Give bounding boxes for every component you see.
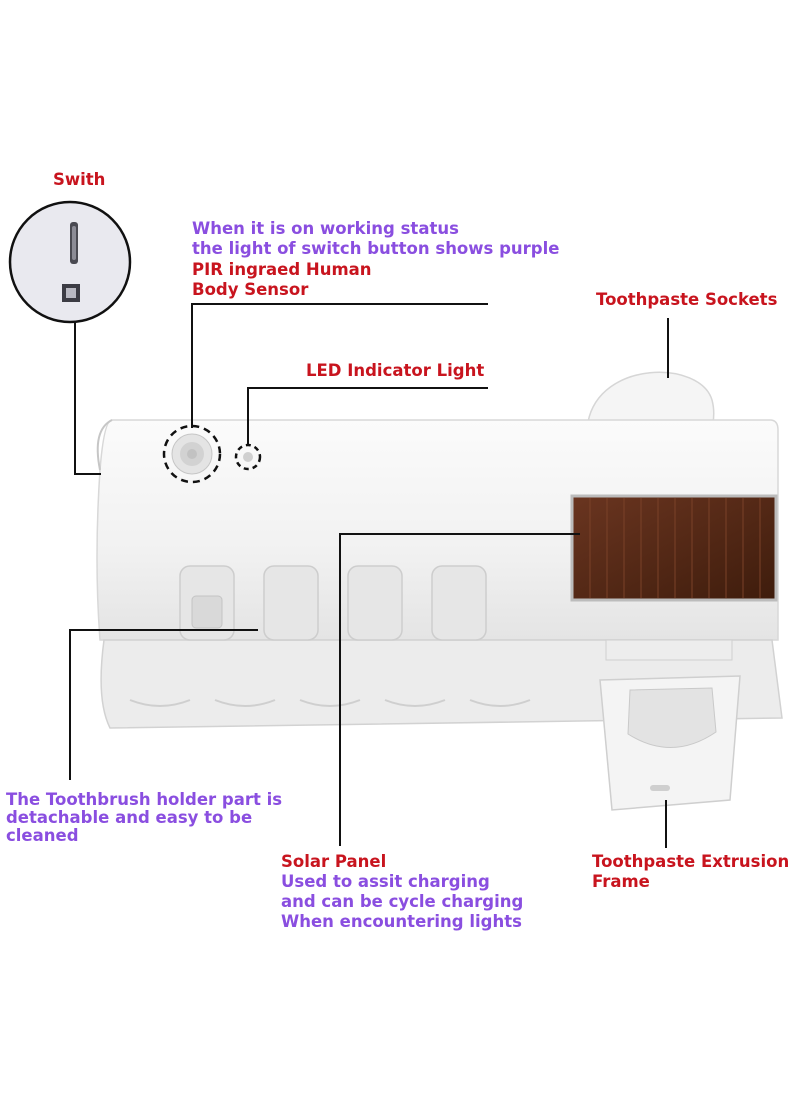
holder-label-line-3: cleaned — [6, 826, 79, 845]
led-label: LED Indicator Light — [306, 361, 485, 380]
solar-label-line-1: Used to assit charging — [281, 872, 490, 891]
switch-callout-line — [74, 322, 101, 475]
pir-label-line-1: PIR ingraed Human — [192, 260, 372, 279]
solar-panel — [570, 494, 778, 602]
toothbrush-slot — [263, 565, 319, 641]
switch-label: Swith — [53, 170, 106, 189]
switch-zoom-circle — [8, 200, 132, 324]
pir-callout-line — [191, 303, 488, 428]
device-body — [96, 371, 783, 811]
holder-label-line-1: The Toothbrush holder part is — [6, 790, 283, 809]
callout-lines — [69, 303, 669, 848]
toothbrush-hook — [191, 595, 223, 629]
holder-label-line-2: detachable and easy to be — [6, 808, 253, 827]
solar-label-line-2: and can be cycle charging — [281, 892, 524, 911]
solar-panel-title: Solar Panel — [281, 852, 387, 871]
toothpaste-extrusion-frame — [599, 639, 741, 811]
toothpaste-sockets-label: Toothpaste Sockets — [596, 290, 778, 309]
toothbrush-slot — [347, 565, 403, 641]
solar-callout-line — [339, 533, 580, 846]
toothbrush-slot — [431, 565, 487, 641]
solar-label-line-3: When encountering lights — [281, 912, 522, 931]
working-status-line-2: the light of switch button shows purple — [192, 239, 560, 258]
led-callout-line — [247, 387, 488, 445]
working-status-line-1: When it is on working status — [192, 219, 459, 238]
extrusion-label-line-2: Frame — [592, 872, 650, 891]
holder-callout-line — [69, 629, 258, 780]
extrusion-label-line-1: Toothpaste Extrusion — [592, 852, 790, 871]
pir-label-line-2: Body Sensor — [192, 280, 309, 299]
pir-sensor — [162, 424, 222, 484]
